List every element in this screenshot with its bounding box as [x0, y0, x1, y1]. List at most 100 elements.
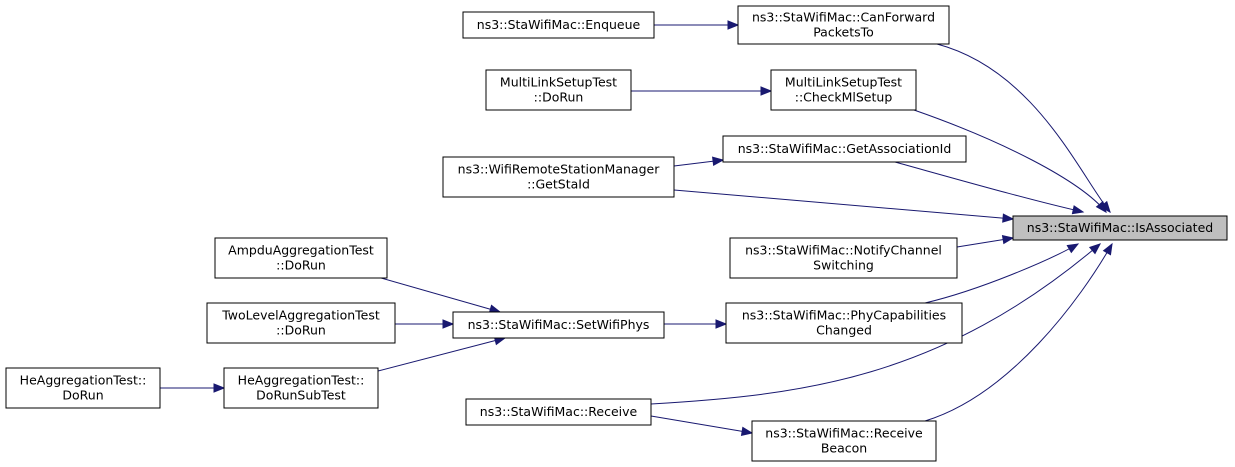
- arrowhead: [1001, 234, 1015, 245]
- arrowhead: [1102, 242, 1113, 256]
- node-label: Beacon: [821, 441, 867, 456]
- node-box: [722, 135, 967, 163]
- node-label: ns3::StaWifiMac::Receive: [480, 404, 638, 419]
- edge-mlsdorun-to-checkml: [631, 86, 773, 96]
- edge-receive-to-isassociated: [650, 243, 1102, 405]
- edge-phycap-to-isassociated: [924, 243, 1080, 304]
- node-label: ns3::StaWifiMac::SetWifiPhys: [468, 317, 650, 332]
- edge-line: [673, 189, 1014, 220]
- node-box: [223, 367, 379, 409]
- edge-notifych-to-isassociated: [956, 234, 1015, 248]
- edge-getassoc-to-isassociated: [894, 161, 1085, 215]
- arrowhead: [1066, 243, 1080, 254]
- edge-checkml-to-isassociated: [913, 109, 1107, 214]
- arrowhead: [1071, 205, 1085, 215]
- node-ampdu[interactable]: AmpduAggregationTest::DoRun: [214, 237, 388, 279]
- arrowhead: [1002, 213, 1015, 223]
- node-label: ::DoRun: [276, 258, 326, 273]
- node-label: ns3::WifiRemoteStationManager: [458, 162, 661, 177]
- edge-line: [380, 277, 501, 313]
- node-label: ::GetStaId: [527, 177, 590, 192]
- arrowhead: [1088, 243, 1102, 255]
- node-isassociated[interactable]: ns3::StaWifiMac::IsAssociated: [1012, 215, 1228, 241]
- node-box: [214, 237, 388, 279]
- node-box: [485, 69, 632, 111]
- edge-line: [894, 161, 1084, 213]
- edge-getstaid-to-isassociated: [673, 189, 1015, 223]
- node-box: [737, 5, 950, 45]
- node-box: [465, 398, 652, 426]
- node-label: PacketsTo: [813, 25, 874, 40]
- edge-receive-to-recbeacon: [650, 415, 754, 436]
- node-label: ns3::StaWifiMac::IsAssociated: [1027, 220, 1213, 235]
- node-box: [751, 420, 937, 462]
- node-mlsdorun[interactable]: MultiLinkSetupTest::DoRun: [485, 69, 632, 111]
- node-box: [725, 302, 963, 344]
- edge-setwifiphys-to-phycap: [664, 319, 728, 329]
- edge-twolevel-to-setwifiphys: [395, 319, 455, 329]
- edge-recbeacon-to-isassociated: [924, 242, 1113, 422]
- node-label: ns3::StaWifiMac::PhyCapabilities: [742, 308, 946, 323]
- node-box: [729, 237, 958, 279]
- node-box: [462, 11, 655, 39]
- node-label: TwoLevelAggregationTest: [221, 308, 380, 323]
- node-box: [770, 69, 917, 111]
- node-label: DoRunSubTest: [256, 388, 346, 403]
- node-enqueue[interactable]: ns3::StaWifiMac::Enqueue: [462, 11, 655, 39]
- arrowhead: [715, 319, 728, 329]
- arrowhead: [740, 426, 754, 436]
- node-setwifiphys[interactable]: ns3::StaWifiMac::SetWifiPhys: [452, 311, 665, 339]
- node-label: ns3::StaWifiMac::GetAssociationId: [738, 141, 952, 156]
- node-box: [442, 156, 675, 198]
- node-label: MultiLinkSetupTest: [500, 75, 617, 90]
- edge-line: [936, 43, 1111, 213]
- node-box: [5, 367, 161, 409]
- node-label: ns3::StaWifiMac::NotifyChannel: [745, 243, 942, 258]
- edge-enqueue-to-canforward: [654, 20, 740, 30]
- arrowhead: [760, 86, 773, 96]
- node-label: Changed: [816, 323, 872, 338]
- arrowhead: [442, 319, 455, 329]
- edge-hedorun-to-hesub: [160, 383, 226, 393]
- node-twolevel[interactable]: TwoLevelAggregationTest::DoRun: [206, 302, 396, 344]
- node-label: ::DoRun: [534, 90, 584, 105]
- node-getstaid[interactable]: ns3::WifiRemoteStationManager::GetStaId: [442, 156, 675, 198]
- arrowhead: [213, 383, 226, 393]
- arrowhead: [727, 20, 740, 30]
- node-label: ns3::StaWifiMac::CanForward: [752, 10, 935, 25]
- edge-line: [650, 243, 1101, 405]
- node-box: [206, 302, 396, 344]
- node-label: MultiLinkSetupTest: [785, 75, 902, 90]
- node-label: HeAggregationTest::: [238, 373, 365, 388]
- node-label: ns3::StaWifiMac::Receive: [765, 426, 923, 441]
- edge-hesub-to-setwifiphys: [377, 336, 507, 372]
- node-hesub[interactable]: HeAggregationTest::DoRunSubTest: [223, 367, 379, 409]
- edge-getstaid-to-getassoc: [673, 156, 725, 167]
- arrowhead: [712, 156, 725, 166]
- node-checkml[interactable]: MultiLinkSetupTest::CheckMlSetup: [770, 69, 917, 111]
- edge-line: [650, 415, 753, 434]
- node-label: Switching: [813, 258, 874, 273]
- edge-ampdu-to-setwifiphys: [380, 277, 502, 314]
- node-label: ::DoRun: [276, 323, 326, 338]
- arrowhead: [1095, 200, 1107, 214]
- node-label: HeAggregationTest::: [20, 373, 147, 388]
- nodes-layer: ns3::StaWifiMac::IsAssociatedns3::StaWif…: [5, 5, 1228, 462]
- node-label: ::CheckMlSetup: [795, 90, 893, 105]
- edge-line: [913, 109, 1107, 213]
- edge-line: [377, 337, 506, 372]
- node-getassoc[interactable]: ns3::StaWifiMac::GetAssociationId: [722, 135, 967, 163]
- node-hedorun[interactable]: HeAggregationTest::DoRun: [5, 367, 161, 409]
- node-box: [1012, 215, 1228, 241]
- edges-layer: [160, 20, 1113, 436]
- node-box: [452, 311, 665, 339]
- node-receive[interactable]: ns3::StaWifiMac::Receive: [465, 398, 652, 426]
- edge-line: [924, 243, 1079, 304]
- edge-line: [924, 243, 1113, 422]
- node-label: AmpduAggregationTest: [228, 243, 374, 258]
